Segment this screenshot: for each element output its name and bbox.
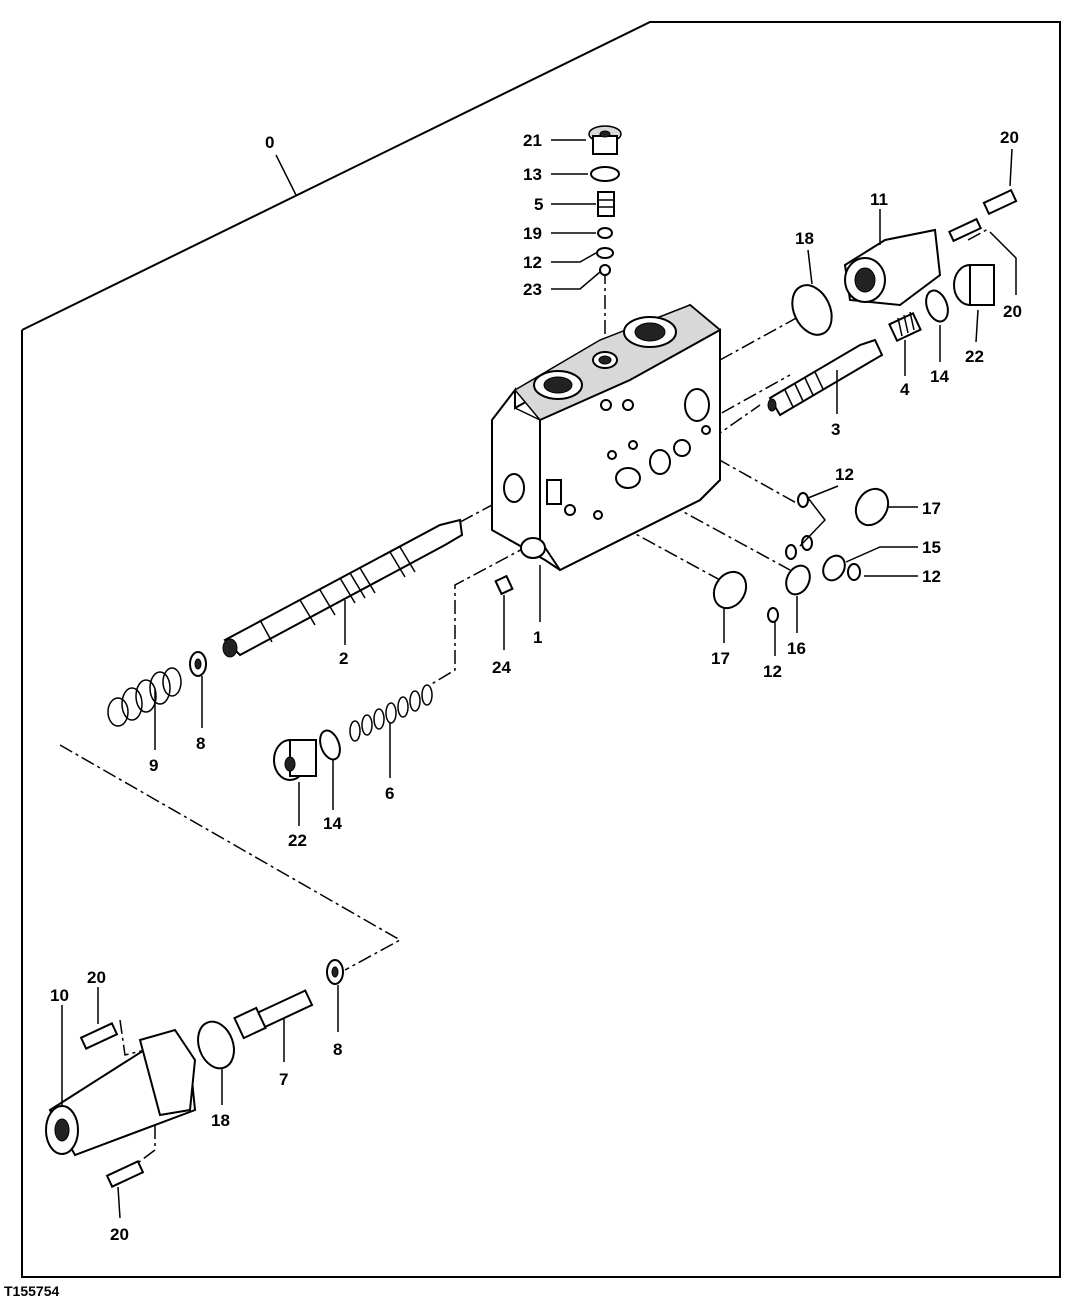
bolt-20-bl1 <box>79 1022 119 1050</box>
plug-24 <box>494 574 514 596</box>
callout-20-b: 20 <box>1003 302 1022 321</box>
o-ring-12-r4 <box>847 563 861 581</box>
callout-18-b: 18 <box>211 1111 230 1130</box>
callout-10: 10 <box>50 986 69 1005</box>
cap-11 <box>843 228 942 307</box>
o-ring-12-r2 <box>785 544 797 560</box>
callout-18-a: 18 <box>795 229 814 248</box>
bolt-20-bl2 <box>105 1160 145 1188</box>
o-ring-17-left <box>712 570 748 610</box>
callout-0: 0 <box>265 133 274 152</box>
callout-21: 21 <box>523 131 542 150</box>
callout-7: 7 <box>279 1070 288 1089</box>
leader-lines <box>61 139 1017 1219</box>
o-ring-13 <box>590 166 620 182</box>
poppet-5 <box>597 191 615 217</box>
callout-8-b: 8 <box>333 1040 342 1059</box>
callout-1: 1 <box>533 628 542 647</box>
plug-22-left <box>273 739 317 781</box>
callout-12-c: 12 <box>922 567 941 586</box>
callout-20-d: 20 <box>110 1225 129 1244</box>
washer-8-bottom <box>326 959 344 985</box>
callout-6: 6 <box>385 784 394 803</box>
valve-body <box>491 303 722 572</box>
spool-2 <box>222 518 464 658</box>
callout-14-a: 14 <box>930 367 949 386</box>
spool-3 <box>767 338 884 417</box>
callout-22-b: 22 <box>288 831 307 850</box>
callout-8-a: 8 <box>196 734 205 753</box>
spring-6 <box>349 684 433 742</box>
o-ring-12-r1 <box>797 492 809 508</box>
cap-10 <box>45 1028 197 1157</box>
callout-24: 24 <box>492 658 511 677</box>
callout-13: 13 <box>523 165 542 184</box>
callout-4: 4 <box>900 380 910 399</box>
bolt-20-top <box>947 188 1018 243</box>
o-ring-12-low <box>767 607 779 623</box>
callout-9: 9 <box>149 756 158 775</box>
o-ring-12-top <box>596 247 614 259</box>
o-ring-16 <box>785 564 811 596</box>
plug-21 <box>588 125 622 155</box>
callout-12-a: 12 <box>523 253 542 272</box>
callout-12-d: 12 <box>763 662 782 681</box>
o-ring-14-right <box>925 289 949 323</box>
callout-23: 23 <box>523 280 542 299</box>
callout-16: 16 <box>787 639 806 658</box>
callout-15: 15 <box>922 538 941 557</box>
ball-23 <box>599 264 611 276</box>
callout-19: 19 <box>523 224 542 243</box>
spring-9 <box>107 667 182 727</box>
assembly-frame <box>21 21 1061 1278</box>
callout-22-a: 22 <box>965 347 984 366</box>
washer-8-top <box>189 651 207 677</box>
o-ring-18-top <box>791 284 833 336</box>
o-ring-14-left <box>319 729 341 761</box>
figure-id: T155754 <box>4 1283 60 1299</box>
callout-17-b: 17 <box>711 649 730 668</box>
callout-12-b: 12 <box>835 465 854 484</box>
callout-2: 2 <box>339 649 348 668</box>
callout-17-a: 17 <box>922 499 941 518</box>
callout-3: 3 <box>831 420 840 439</box>
ring-19 <box>597 227 613 239</box>
callout-14-b: 14 <box>323 814 342 833</box>
leader-0 <box>275 154 297 196</box>
callout-5: 5 <box>534 195 543 214</box>
callout-11: 11 <box>870 190 888 209</box>
plug-22-right <box>953 264 995 306</box>
callout-20-a: 20 <box>1000 128 1019 147</box>
spring-4 <box>888 311 922 342</box>
callout-20-c: 20 <box>87 968 106 987</box>
o-ring-18-bottom <box>197 1020 235 1070</box>
callout-labels: 0 21 13 5 19 12 23 20 11 18 20 22 14 4 3… <box>50 128 1022 1244</box>
stopper-7 <box>233 989 314 1040</box>
o-ring-17-right <box>854 487 890 527</box>
o-ring-15 <box>822 554 846 582</box>
